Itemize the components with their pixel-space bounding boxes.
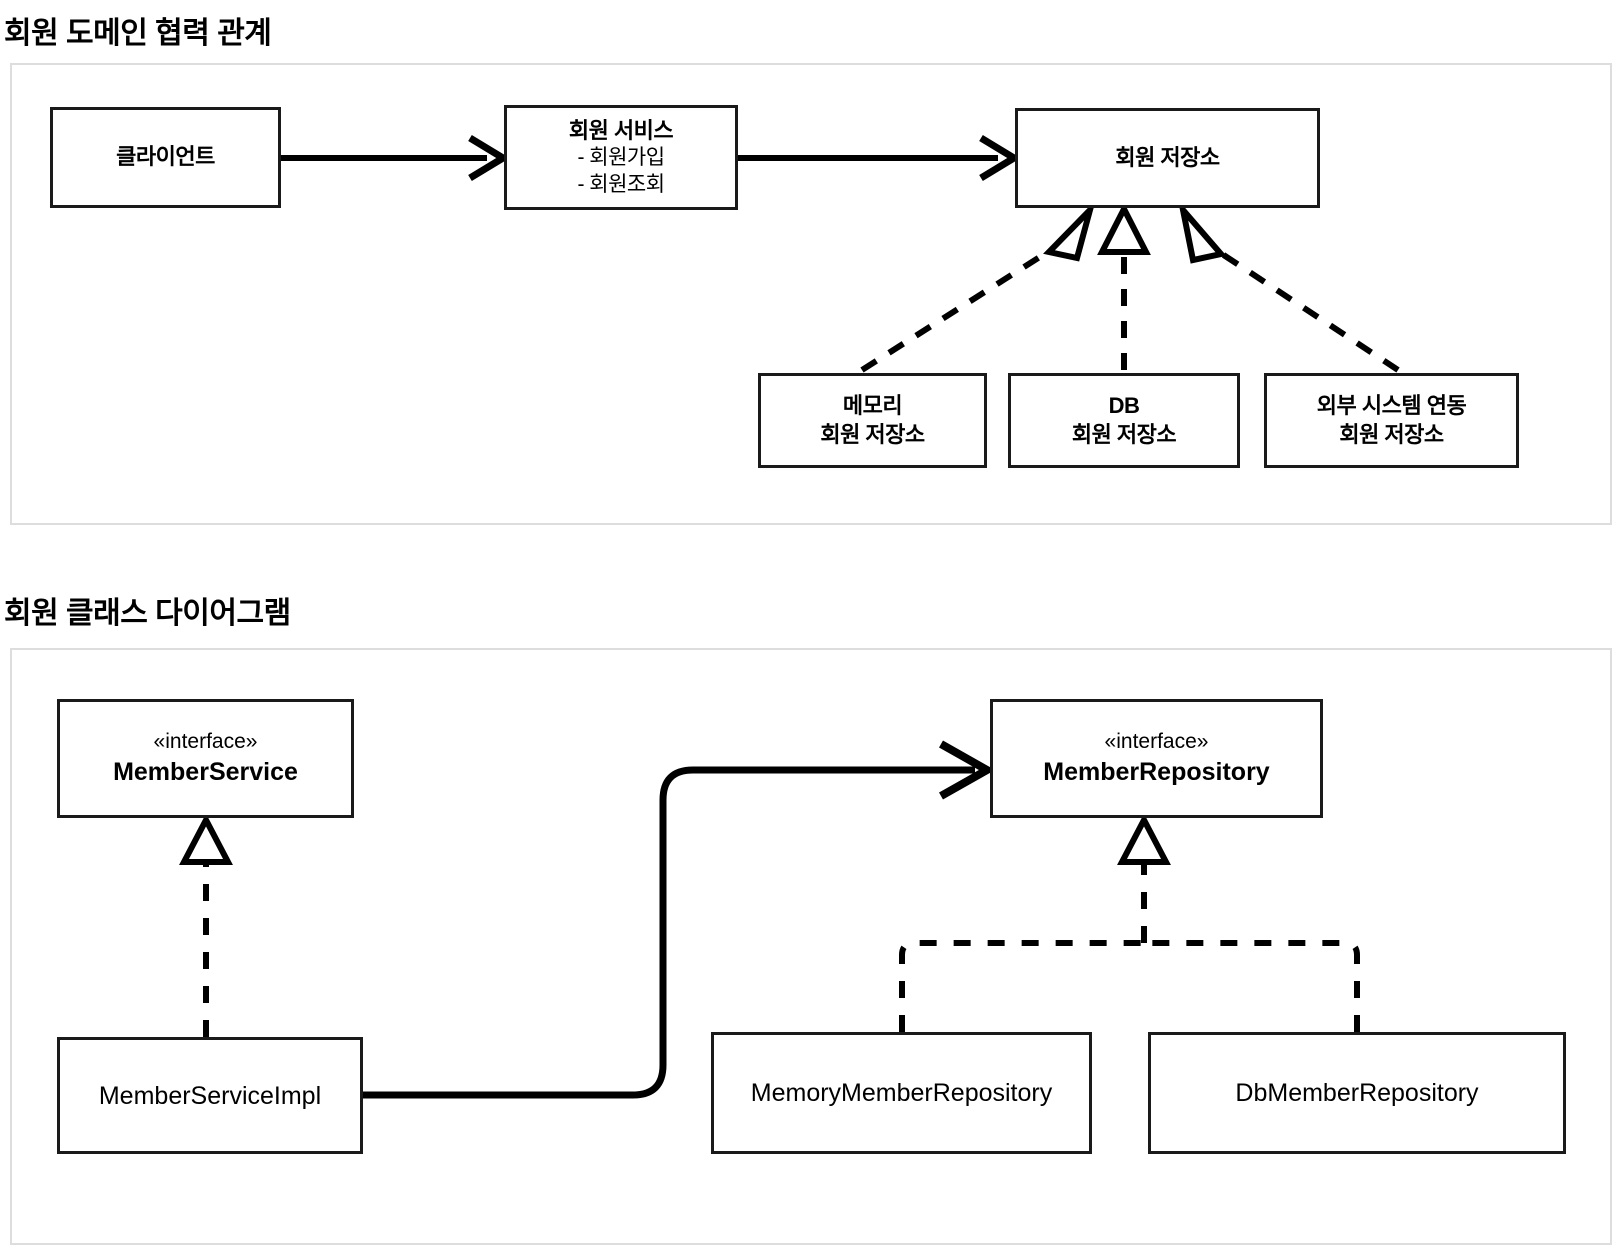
node-member-service-item-1: - 회원조회 [577,172,665,196]
node-client[interactable]: 클라이언트 [50,107,281,208]
node-memory-repository-line1: 메모리 [842,393,903,419]
node-memory-repository-line2: 회원 저장소 [820,421,925,447]
node-member-service-impl[interactable]: MemberServiceImpl [57,1037,363,1154]
node-external-repository-line2: 회원 저장소 [1339,421,1444,447]
node-db-repository-line1: DB [1108,393,1140,419]
node-db-member-repository[interactable]: DbMemberRepository [1148,1032,1566,1154]
node-member-repository-label: 회원 저장소 [1115,144,1220,170]
node-external-repository[interactable]: 외부 시스템 연동 회원 저장소 [1264,373,1519,468]
node-memory-member-repository[interactable]: MemoryMemberRepository [711,1032,1092,1154]
node-interface-member-repository-name: MemberRepository [1043,757,1270,786]
node-member-service-title: 회원 서비스 [568,117,674,143]
node-db-member-repository-name: DbMemberRepository [1235,1079,1479,1107]
node-client-label: 클라이언트 [116,144,215,170]
node-db-repository[interactable]: DB 회원 저장소 [1008,373,1240,468]
node-interface-member-repository-stereotype: «interface» [1104,730,1209,754]
node-db-repository-line2: 회원 저장소 [1071,421,1177,447]
node-member-service-impl-name: MemberServiceImpl [98,1081,322,1110]
node-interface-member-service-stereotype: «interface» [153,730,258,754]
node-external-repository-line1: 외부 시스템 연동 [1316,393,1467,419]
node-member-repository[interactable]: 회원 저장소 [1015,108,1320,208]
node-interface-member-service[interactable]: «interface» MemberService [57,699,354,818]
node-memory-member-repository-name: MemoryMemberRepository [750,1079,1053,1107]
node-interface-member-service-name: MemberService [113,757,298,786]
node-member-service-item-0: - 회원가입 [577,145,665,169]
node-memory-repository[interactable]: 메모리 회원 저장소 [758,373,987,468]
node-member-service[interactable]: 회원 서비스 - 회원가입 - 회원조회 [504,105,738,210]
section-title-collaboration: 회원 도메인 협력 관계 [4,17,272,50]
node-interface-member-repository[interactable]: «interface» MemberRepository [990,699,1323,818]
section-title-class-diagram: 회원 클래스 다이어그램 [4,597,291,630]
